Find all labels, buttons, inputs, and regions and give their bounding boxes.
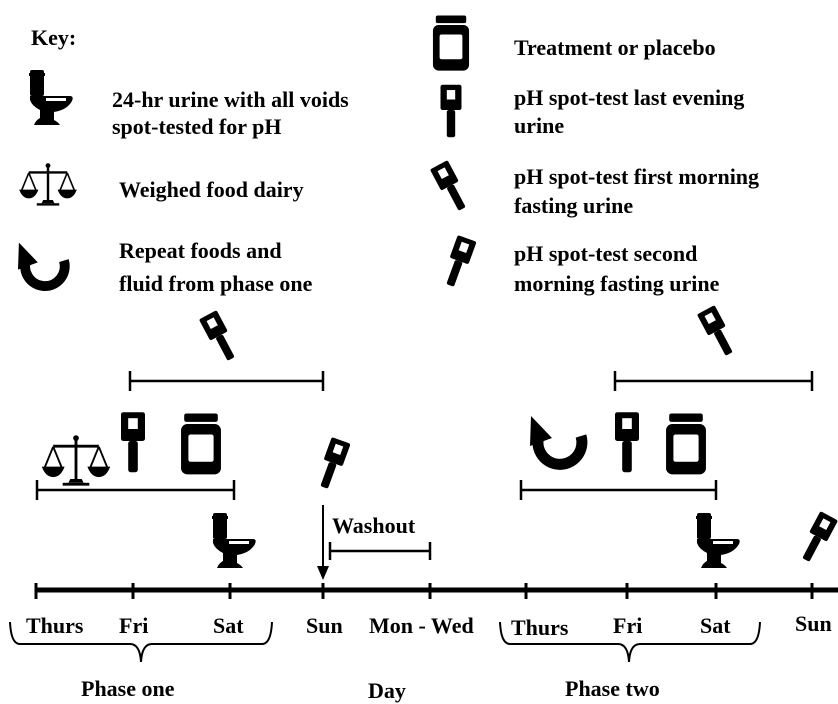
day-label-mon-wed: Mon - Wed	[369, 613, 474, 638]
key-label-toilet-line2: spot-tested for pH	[112, 114, 282, 139]
phase-one-brace	[9, 621, 273, 663]
day-label-sat-2: Sat	[700, 613, 731, 638]
day-label-sat-1: Sat	[213, 613, 244, 638]
scale-icon	[18, 162, 78, 207]
day-label-sun-1: Sun	[306, 613, 343, 638]
phase-one-label: Phase one	[81, 676, 175, 701]
key-label-strip-tilted-alt-line1: pH spot-test second	[514, 241, 698, 266]
day-label-fri-2: Fri	[613, 613, 643, 638]
day-label-thurs-2: Thurs	[511, 615, 569, 640]
phase-one-lower-bracket	[35, 480, 236, 500]
phase-two-brace	[499, 621, 761, 663]
phase-two-first-morning-strip-icon	[696, 305, 739, 359]
phase-one-upper-bracket	[128, 371, 325, 391]
phase-one-toilet-icon	[212, 513, 256, 568]
test-strip-icon	[440, 84, 462, 138]
bottle-icon	[432, 15, 470, 71]
repeat-icon	[18, 243, 65, 286]
toilet-icon	[29, 70, 73, 125]
axis-label-day: Day	[368, 678, 406, 703]
key-label-toilet-line1: 24-hr urine with all voids	[112, 87, 349, 112]
phase-two-repeat-icon	[530, 416, 582, 464]
phase-two-toilet-icon	[696, 513, 740, 568]
phase-two-label: Phase two	[565, 676, 660, 701]
day-label-thurs-1: Thurs	[26, 613, 84, 638]
phase-two-lower-bracket	[519, 480, 718, 500]
sunday-arrow	[317, 505, 329, 580]
key-label-scale: Weighed food dairy	[119, 177, 304, 202]
key-label-strip-tilted-line1: pH spot-test first morning	[514, 164, 760, 189]
phase-one-scale-icon	[40, 434, 112, 487]
phase-two-upper-bracket	[613, 371, 814, 391]
key-label-bottle: Treatment or placebo	[514, 35, 716, 60]
phase-one-evening-strip-icon	[121, 412, 145, 473]
key-label-strip-line1: pH spot-test last evening	[514, 85, 745, 110]
phase-one-bottle-icon	[181, 413, 221, 475]
phase-two-evening-strip-icon	[615, 412, 639, 473]
day-label-sun-2: Sun	[795, 611, 832, 636]
key-label-repeat-line2: fluid from phase one	[119, 271, 313, 296]
key-label-strip-tilted-alt-line2: morning fasting urine	[514, 271, 720, 296]
key-title: Key:	[31, 25, 77, 50]
phase-two-second-morning-strip-icon	[796, 511, 838, 565]
key-label-repeat-line1: Repeat foods and	[119, 238, 282, 263]
phase-two-bottle-icon	[666, 413, 706, 475]
test-strip-tilted-icon	[429, 160, 472, 214]
key-label-strip-tilted-line2: fasting urine	[514, 193, 634, 218]
first-morning-strip-icon	[198, 310, 241, 364]
timeline-axis	[34, 583, 838, 599]
washout-bracket	[328, 542, 432, 560]
key-label-strip-line2: urine	[514, 113, 565, 138]
sunday-strip-icon	[314, 437, 351, 491]
washout-label: Washout	[332, 513, 416, 538]
test-strip-tilted-alt-icon	[440, 235, 477, 289]
day-label-fri-1: Fri	[119, 613, 149, 638]
